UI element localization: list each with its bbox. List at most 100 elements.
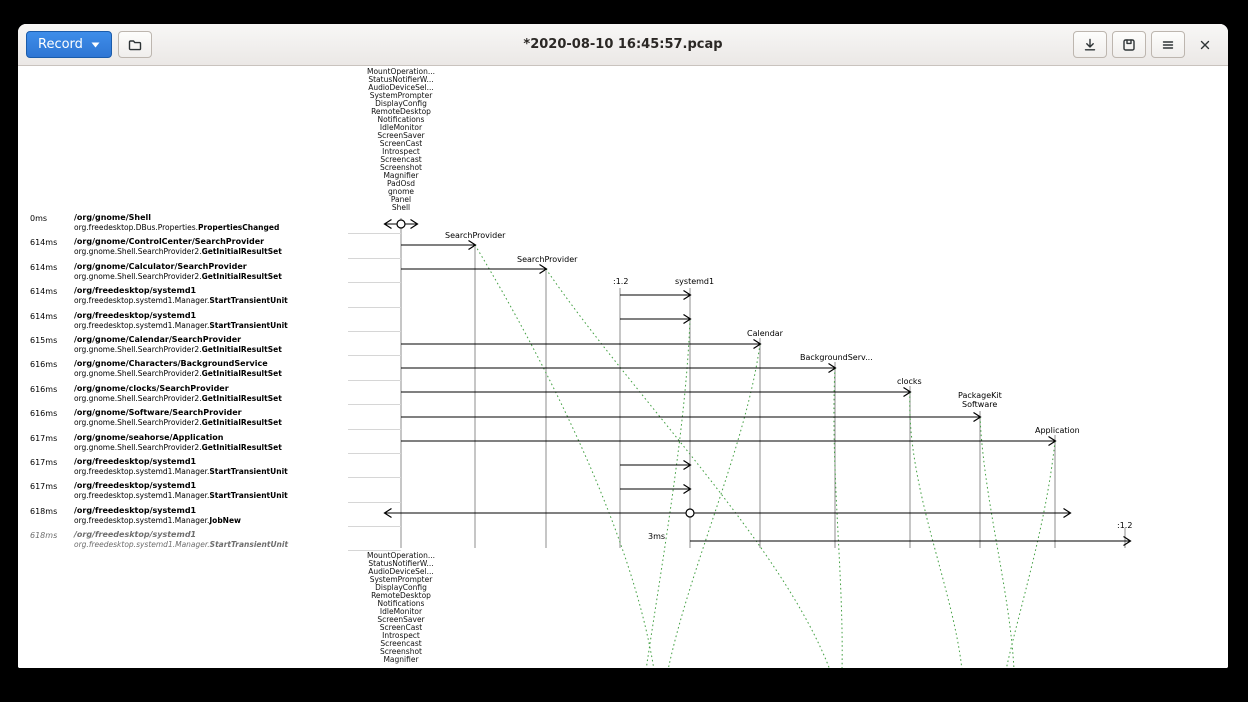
event-interface: org.freedesktop.systemd1.Manager.: [74, 296, 210, 306]
service-label: RemoteDesktop: [371, 591, 431, 600]
pending-reply-arc: [667, 343, 761, 668]
event-text: /org/freedesktop/systemd1 org.freedeskto…: [74, 457, 288, 476]
event-row[interactable]: 0ms /org/gnome/Shell org.freedesktop.DBu…: [30, 212, 410, 236]
service-label: Screenshot: [380, 163, 422, 172]
event-object-path: /org/freedesktop/systemd1: [74, 481, 197, 491]
service-label: Notifications: [377, 599, 425, 608]
event-text: /org/freedesktop/systemd1 org.freedeskto…: [74, 286, 288, 305]
event-timestamp: 617ms: [30, 457, 58, 467]
event-interface: org.freedesktop.DBus.Properties.: [74, 223, 199, 232]
hamburger-menu-icon: [1162, 40, 1174, 49]
service-labels-bottom: MountOperation...StatusNotifierW...Audio…: [291, 552, 511, 664]
event-object-path: /org/gnome/Calculator/SearchProvider: [74, 261, 247, 271]
service-label: Shell: [391, 203, 411, 212]
event-member: GetInitialResultSet: [201, 344, 282, 354]
service-label: DisplayConfig: [375, 583, 427, 592]
service-label: Introspect: [382, 147, 420, 156]
menu-button[interactable]: [1151, 31, 1185, 58]
event-row[interactable]: 618ms /org/freedesktop/systemd1 org.free…: [30, 505, 410, 529]
event-text: /org/freedesktop/systemd1 org.freedeskto…: [74, 481, 288, 500]
open-file-button[interactable]: [117, 31, 152, 58]
event-row[interactable]: 615ms /org/gnome/Calendar/SearchProvider…: [30, 334, 410, 358]
sequence-diagram-canvas[interactable]: MountOperation... StatusNotifierW... Audio…: [18, 66, 1228, 668]
service-label: SystemPrompter: [369, 575, 433, 584]
event-method: org.freedesktop.systemd1.Manager.JobNew: [74, 516, 241, 525]
message-label: SearchProvider: [517, 255, 578, 264]
event-list: 0ms /org/gnome/Shell org.freedesktop.DBu…: [30, 212, 410, 553]
event-text: /org/gnome/Calculator/SearchProvider org…: [74, 262, 282, 281]
event-text: /org/freedesktop/systemd1 org.freedeskto…: [74, 506, 241, 525]
service-label: StatusNotifierW...: [368, 559, 434, 568]
record-button[interactable]: Record: [26, 31, 112, 58]
event-object-path: /org/gnome/clocks/SearchProvider: [74, 383, 229, 393]
event-timestamp: 618ms: [30, 531, 58, 541]
folder-open-icon: [128, 39, 142, 50]
event-row[interactable]: 618ms /org/freedesktop/systemd1 org.free…: [30, 529, 410, 553]
event-timestamp: 0ms: [30, 214, 48, 223]
save-as-icon: [1123, 38, 1135, 51]
event-timestamp: 614ms: [30, 238, 58, 248]
close-icon: [1200, 40, 1210, 49]
service-label: SystemPrompter: [369, 91, 433, 100]
pending-reply-arc: [545, 268, 830, 668]
event-interface: org.gnome.Shell.SearchProvider2.: [74, 393, 202, 403]
event-object-path: /org/freedesktop/systemd1: [74, 310, 197, 320]
service-label: PadOsd: [386, 179, 416, 188]
service-label: Screencast: [380, 155, 422, 164]
event-member: GetInitialResultSet: [201, 247, 282, 257]
event-member: StartTransientUnit: [209, 320, 288, 330]
service-label: Screencast: [380, 639, 422, 648]
save-as-button[interactable]: [1112, 31, 1146, 58]
event-row[interactable]: 617ms /org/freedesktop/systemd1 org.free…: [30, 456, 410, 480]
event-object-path: /org/freedesktop/systemd1: [74, 530, 197, 540]
record-button-label: Record: [38, 37, 83, 52]
service-label: Screenshot: [380, 647, 422, 656]
message-label: :1.2: [1117, 521, 1133, 530]
event-interface: org.gnome.Shell.SearchProvider2.: [74, 418, 202, 428]
header-right-group: [1073, 31, 1220, 58]
service-label: MountOperation...: [367, 67, 435, 76]
event-row[interactable]: 614ms /org/freedesktop/systemd1 org.free…: [30, 285, 410, 309]
event-interface: org.gnome.Shell.SearchProvider2.: [74, 442, 202, 452]
event-member: StartTransientUnit: [209, 491, 288, 501]
event-row[interactable]: 614ms /org/gnome/Calculator/SearchProvid…: [30, 261, 410, 285]
event-method: org.freedesktop.systemd1.Manager.StartTr…: [74, 540, 288, 549]
event-member: StartTransientUnit: [209, 466, 288, 476]
service-label: AudioDeviceSel...: [368, 83, 434, 92]
event-member: StartTransientUnit: [209, 296, 288, 306]
service-labels-top: MountOperation...StatusNotifierW...Audio…: [291, 68, 511, 212]
service-label: Introspect: [382, 631, 420, 640]
event-member: GetInitialResultSet: [201, 442, 282, 452]
event-timestamp: 618ms: [30, 506, 58, 516]
event-text: /org/gnome/Characters/BackgroundService …: [74, 359, 282, 378]
event-row[interactable]: 616ms /org/gnome/Software/SearchProvider…: [30, 407, 410, 431]
event-object-path: /org/gnome/Characters/BackgroundService: [74, 359, 268, 369]
event-object-path: /org/freedesktop/systemd1: [74, 505, 197, 515]
event-row[interactable]: 616ms /org/gnome/Characters/BackgroundSe…: [30, 358, 410, 382]
event-row[interactable]: 614ms /org/gnome/ControlCenter/SearchPro…: [30, 236, 410, 260]
save-button[interactable]: [1073, 31, 1107, 58]
close-button[interactable]: [1190, 31, 1220, 58]
event-row[interactable]: 614ms /org/freedesktop/systemd1 org.free…: [30, 310, 410, 334]
service-label: Panel: [390, 195, 412, 204]
event-timestamp: 616ms: [30, 360, 58, 370]
message-label: Calendar: [747, 329, 783, 338]
event-member: StartTransientUnit: [209, 540, 289, 550]
event-text: /org/gnome/Software/SearchProvider org.g…: [74, 408, 282, 427]
event-row[interactable]: 617ms /org/freedesktop/systemd1 org.free…: [30, 480, 410, 504]
event-interface: org.freedesktop.systemd1.Manager.: [74, 491, 210, 501]
event-method: org.freedesktop.DBus.Properties.Properti…: [74, 223, 279, 232]
event-method: org.freedesktop.systemd1.Manager.StartTr…: [74, 321, 288, 330]
event-method: org.gnome.Shell.SearchProvider2.GetIniti…: [74, 272, 282, 281]
bustle-window: *2020-08-10 16:45:57.pcap Record: [18, 24, 1228, 668]
event-row[interactable]: 617ms /org/gnome/seahorse/Application or…: [30, 432, 410, 456]
event-row[interactable]: 616ms /org/gnome/clocks/SearchProvider o…: [30, 383, 410, 407]
pending-reply-arc: [1005, 440, 1056, 668]
signal-emit-dot: [685, 508, 695, 518]
event-timestamp: 615ms: [30, 335, 58, 345]
event-method: org.gnome.Shell.SearchProvider2.GetIniti…: [74, 345, 282, 354]
event-text: /org/gnome/ControlCenter/SearchProvider …: [74, 237, 282, 256]
service-label: ScreenCast: [379, 623, 423, 632]
event-timestamp: 614ms: [30, 262, 58, 272]
window-title: *2020-08-10 16:45:57.pcap: [523, 37, 723, 52]
